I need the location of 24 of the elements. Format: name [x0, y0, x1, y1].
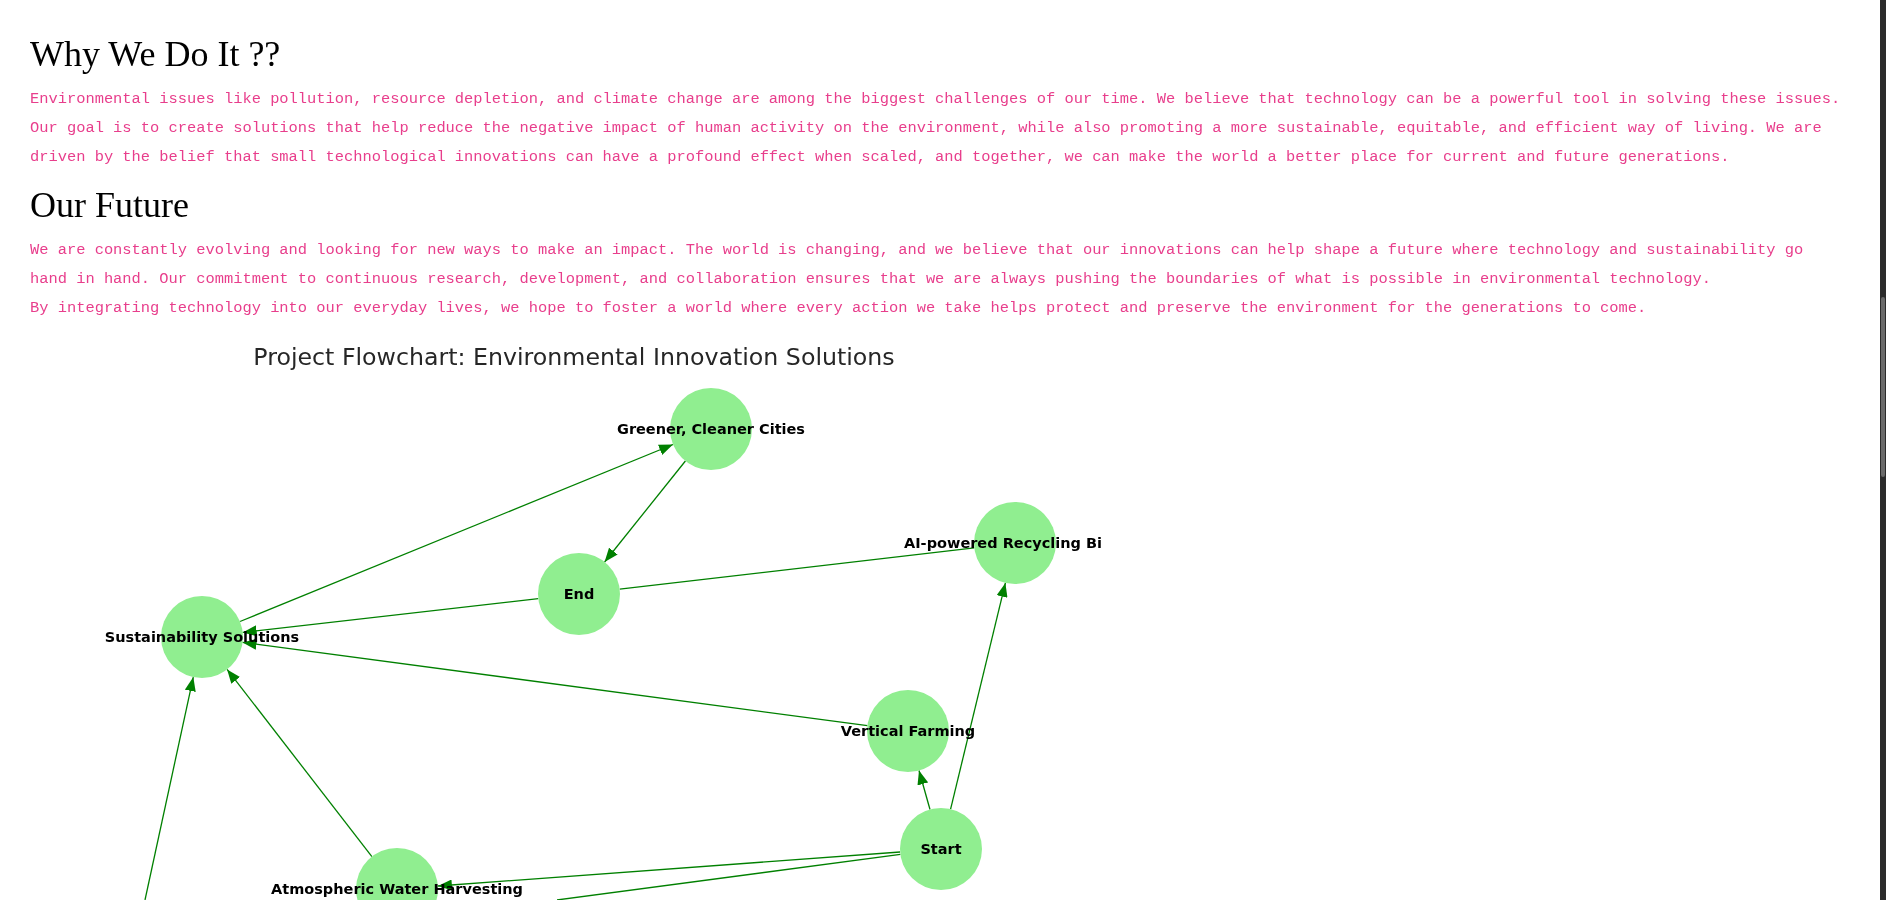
- node-label: Sustainability Solutions: [104, 628, 300, 646]
- connector-line: [619, 547, 975, 590]
- node-label: AI-powered Recycling Bi: [904, 534, 1102, 552]
- body-paragraph: Environmental issues like pollution, resource depletion, and climate change are among the biggest challenges of our time. We believe that technology can be a powerful tool in solving these issues. Our goal is to create solutions that help reduce the negative impact of human activity on the environment, while also promoting a more sustainable, equitable, and efficient way of living. We are driven by the belief that small technological innovations can have a profound effect when scaled, and together, we can make the world a better place for current and future generations.: [30, 89, 1842, 168]
- arrow: [917, 769, 931, 811]
- chart-title: Project Flowchart: Environmental Innovation Solutions: [253, 343, 895, 371]
- body-paragraph: We are constantly evolving and looking for new ways to make an impact. The world is changing, and we believe that our innovations can help shape a future where technology and sustainability go hand in hand. Our commitment to continuous research, development, and collaboration ensures that we are always pushing the boundaries of what is possible in environmental technology.: [30, 240, 1805, 290]
- arrow: [241, 638, 869, 727]
- arrow: [603, 460, 687, 563]
- arrow: [226, 668, 373, 858]
- section-heading: Why We Do It ??: [30, 33, 281, 76]
- node-label: End: [563, 585, 595, 603]
- connector-line: [556, 853, 902, 900]
- arrow: [437, 851, 901, 891]
- body-paragraph: By integrating technology into our everyday lives, we hope to foster a world where every action we take helps protect and preserve the environment for the generations to come.: [30, 298, 1648, 319]
- section-heading: Our Future: [30, 184, 189, 227]
- node-label: Greener, Cleaner Cities: [617, 420, 805, 438]
- arrow: [242, 597, 539, 637]
- arrow: [144, 676, 196, 900]
- arrow: [949, 582, 1008, 810]
- node-label: Vertical Farming: [840, 722, 976, 740]
- arrow: [239, 443, 674, 623]
- node-label: Atmospheric Water Harvesting: [271, 880, 523, 898]
- node-label: Start: [920, 840, 962, 858]
